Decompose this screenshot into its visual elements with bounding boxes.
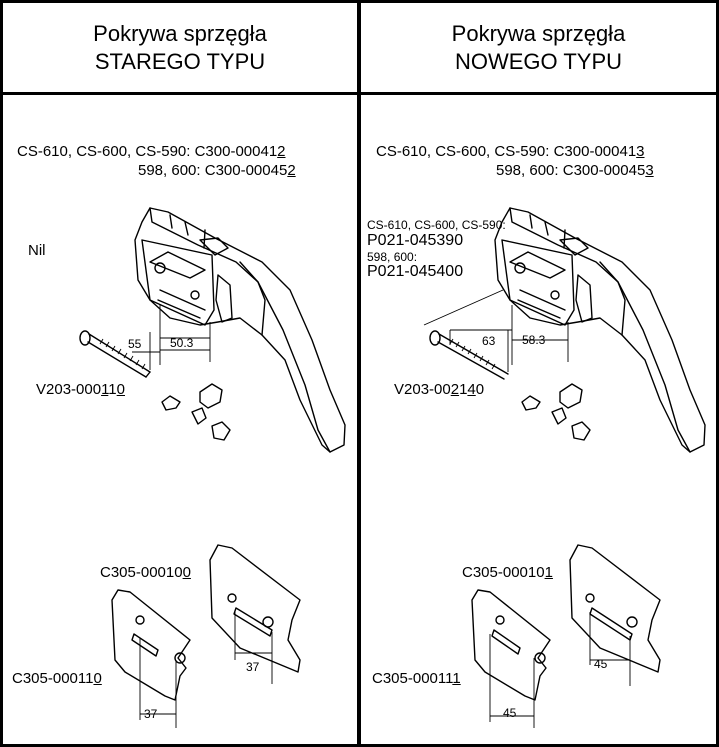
right-guide-plates (471, 544, 661, 728)
right-model-b-label: 598, 600: C300-000453 (496, 162, 654, 179)
left-title-line1: Pokrywa sprzęgła (93, 21, 267, 46)
left-small-parts (161, 383, 231, 441)
right-extra-b-part: P021-045400 (367, 263, 464, 280)
left-model-b-label: 598, 600: C300-000452 (138, 162, 296, 179)
right-dim-58-3: 58.3 (522, 333, 546, 347)
left-model-a-label: CS-610, CS-600, CS-590: C300-000412 (17, 143, 286, 160)
right-title-line1: Pokrywa sprzęgła (451, 21, 626, 46)
right-extra-a-part: P021-045390 (367, 232, 464, 249)
right-small-parts (521, 383, 591, 441)
left-clutch-cover-drawing (134, 207, 346, 453)
left-dim-37-bottom: 37 (144, 707, 158, 721)
left-dim-37-top: 37 (246, 660, 260, 674)
left-plate-bottom-label: C305-000110 (12, 670, 102, 687)
right-panel-frame (358, 0, 719, 747)
right-dimension-lines (449, 305, 569, 372)
left-dim-55: 55 (128, 337, 142, 351)
right-dim-63: 63 (482, 334, 496, 348)
right-model-a-label: CS-610, CS-600, CS-590: C300-000413 (376, 143, 645, 160)
left-bolt-part-label: V203-000110 (36, 381, 125, 398)
right-header: Pokrywa sprzęgła NOWEGO TYPU (358, 0, 719, 96)
right-plate-bottom-label: C305-000111 (372, 670, 461, 687)
left-nil-label: Nil (28, 242, 46, 259)
right-extra-a-label: CS-610, CS-600, CS-590: (367, 218, 506, 232)
left-dim-50-3: 50.3 (170, 336, 194, 350)
right-extra-b-label: 598, 600: (367, 250, 418, 264)
left-plate-top-label: C305-000100 (100, 564, 191, 581)
left-header: Pokrywa sprzęgła STAREGO TYPU (0, 0, 360, 96)
right-bolt-part-label: V203-002140 (394, 381, 485, 398)
header-divider (0, 92, 719, 97)
right-dim-45-top: 45 (594, 657, 608, 671)
right-plate-top-label: C305-000101 (462, 564, 553, 581)
left-title-line2: STAREGO TYPU (94, 49, 266, 74)
right-clutch-cover-drawing (423, 207, 706, 453)
left-bolt-drawing (79, 330, 151, 378)
right-dim-45-bottom: 45 (503, 706, 517, 720)
right-bolt-drawing (429, 330, 509, 380)
left-dimension-lines (132, 305, 211, 370)
left-guide-plates (111, 544, 301, 728)
right-title-line2: NOWEGO TYPU (454, 49, 623, 74)
